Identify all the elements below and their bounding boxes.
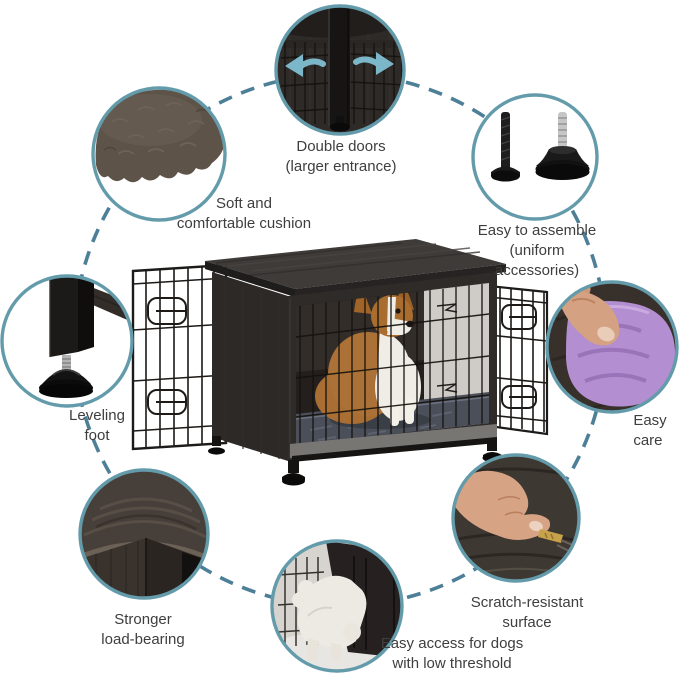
feature-ring-soft-cushion [91, 86, 227, 222]
feature-label-double-doors: Double doors (larger entrance) [285, 138, 397, 175]
feature-label-leveling-foot: Leveling foot [69, 407, 125, 444]
screw-icon [491, 112, 520, 182]
feature-photo-easy-access [272, 541, 402, 671]
key-icon [538, 529, 563, 543]
feature-label-easy-access: Easy access for dogs with low threshold [380, 635, 524, 672]
feature-ring-double-doors [274, 4, 406, 136]
hand [453, 470, 551, 540]
feature-label-load-bearing: Stronger load-bearing [101, 611, 185, 648]
feature-ring-easy-care [545, 280, 679, 414]
feature-photo-leveling-foot [2, 276, 132, 406]
feature-label-scratch-resistant: Scratch-resistant surface [470, 594, 584, 631]
open-right-door [487, 284, 549, 436]
product-image-dog-crate [131, 239, 549, 486]
arrow-right-icon [353, 52, 394, 75]
white-dog [292, 575, 367, 662]
feature-ring-leveling-foot [0, 274, 134, 408]
feature-ring-easy-assemble [471, 93, 599, 221]
feature-ring-easy-access [270, 539, 404, 673]
feature-label-easy-care: Easy care [633, 412, 667, 449]
leg-with-foot [39, 276, 94, 398]
cushion [95, 89, 225, 183]
arrow-left-icon [285, 54, 326, 77]
open-left-door [131, 263, 228, 451]
feature-photo-soft-cushion [93, 88, 225, 220]
leveling-foot-icon [535, 112, 590, 180]
feature-label-easy-assemble: Easy to assemble (uniform accessories) [477, 222, 597, 279]
corgi-dog [315, 284, 421, 426]
feature-photo-easy-care [547, 282, 677, 412]
feature-photo-easy-assemble [473, 95, 597, 219]
feature-label-soft-cushion: Soft and comfortable cushion [176, 195, 312, 232]
feature-ring-scratch-resistant [451, 453, 581, 583]
crate-legs [208, 436, 503, 486]
crate-interior [296, 283, 489, 445]
feature-ring-load-bearing [78, 468, 210, 600]
